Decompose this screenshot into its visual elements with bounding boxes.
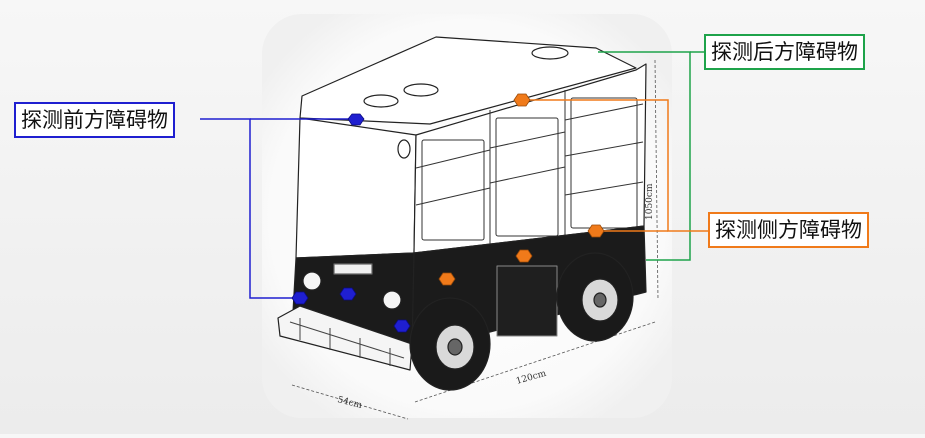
license-plate <box>333 263 373 275</box>
front-face-upper <box>295 117 417 259</box>
rear-obstacle-callout: 探测后方障碍物 <box>704 34 865 70</box>
front-sensors <box>291 113 411 333</box>
front-sensor-roof <box>347 113 365 126</box>
rear-obstacle-label: 探测后方障碍物 <box>711 40 858 64</box>
rear-leader-line <box>598 51 691 261</box>
front-wheel <box>409 297 491 391</box>
front-obstacle-callout: 探测前方障碍物 <box>14 102 175 138</box>
rear-wheel <box>556 252 634 342</box>
width-dimension-line <box>291 384 409 420</box>
side-obstacle-callout: 探测侧方障碍物 <box>708 212 869 248</box>
headlight-right <box>382 290 402 310</box>
roof-vent-2 <box>403 83 439 97</box>
side-sensors <box>438 93 605 286</box>
side-sensor-mid-lower <box>438 272 456 286</box>
side-face-upper <box>413 63 647 254</box>
side-sensor-rear <box>587 224 605 238</box>
bumper-grille <box>289 318 405 366</box>
vehicle <box>277 36 647 391</box>
side-panels <box>415 90 644 244</box>
front-obstacle-label: 探测前方障碍物 <box>21 108 168 132</box>
headlight-left <box>302 271 322 291</box>
side-sensor-roof <box>513 93 531 107</box>
front-sensor-right <box>393 319 411 333</box>
side-door <box>496 265 558 337</box>
roof-vent-3 <box>531 46 569 60</box>
roof-vent-1 <box>363 94 399 108</box>
side-mirror <box>397 139 411 159</box>
front-sensor-left <box>291 291 309 305</box>
side-sensor-mid-upper <box>515 249 533 263</box>
front-sensor-center <box>339 287 357 301</box>
side-leader-line <box>522 99 710 232</box>
height-dimension-label: 1050cm <box>645 183 655 220</box>
side-obstacle-label: 探测侧方障碍物 <box>715 218 862 242</box>
front-leader-line <box>200 118 300 299</box>
